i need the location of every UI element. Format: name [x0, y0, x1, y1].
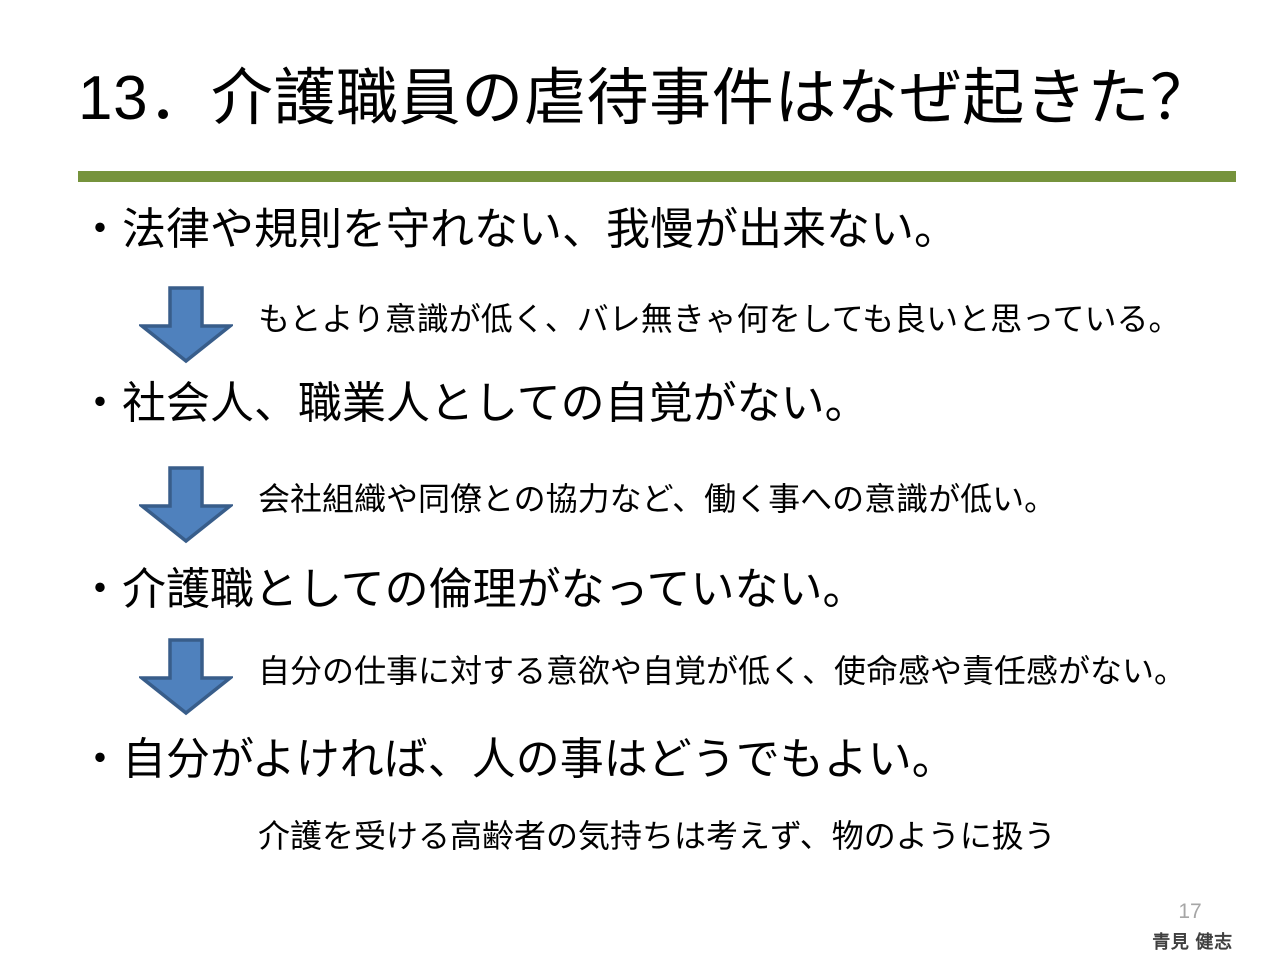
page-title: 13．介護職員の虐待事件はなぜ起きた？ [78, 64, 1213, 133]
bullet-item-2: ・社会人、職業人としての自覚がない。 [78, 379, 869, 428]
bullet-item-4: ・自分がよければ、人の事はどうでもよい。 [78, 735, 956, 784]
page-number: 17 [1178, 900, 1202, 923]
sub-text-1: もとより意識が低く、バレ無きゃ何をしても良いと思っている。 [258, 301, 1181, 337]
bullet-item-1: ・法律や規則を守れない、我慢が出来ない。 [78, 205, 958, 254]
sub-text-4: 介護を受ける高齢者の気持ちは考えず、物のように扱う [258, 818, 1056, 854]
author-name: 青見 健志 [1152, 932, 1233, 952]
sub-text-2: 会社組織や同僚との協力など、働く事への意識が低い。 [258, 481, 1057, 517]
title-divider [78, 171, 1236, 182]
down-arrow-icon-1 [139, 286, 233, 364]
slide-body: ・法律や規則を守れない、我慢が出来ない。 もとより意識が低く、バレ無きゃ何をして… [0, 190, 1280, 890]
sub-text-3: 自分の仕事に対する意欲や自覚が低く、使命感や責任感がない。 [258, 653, 1187, 689]
down-arrow-icon-3 [139, 638, 233, 716]
bullet-item-3: ・介護職としての倫理がなっていない。 [78, 565, 867, 614]
down-arrow-icon-2 [139, 466, 233, 544]
